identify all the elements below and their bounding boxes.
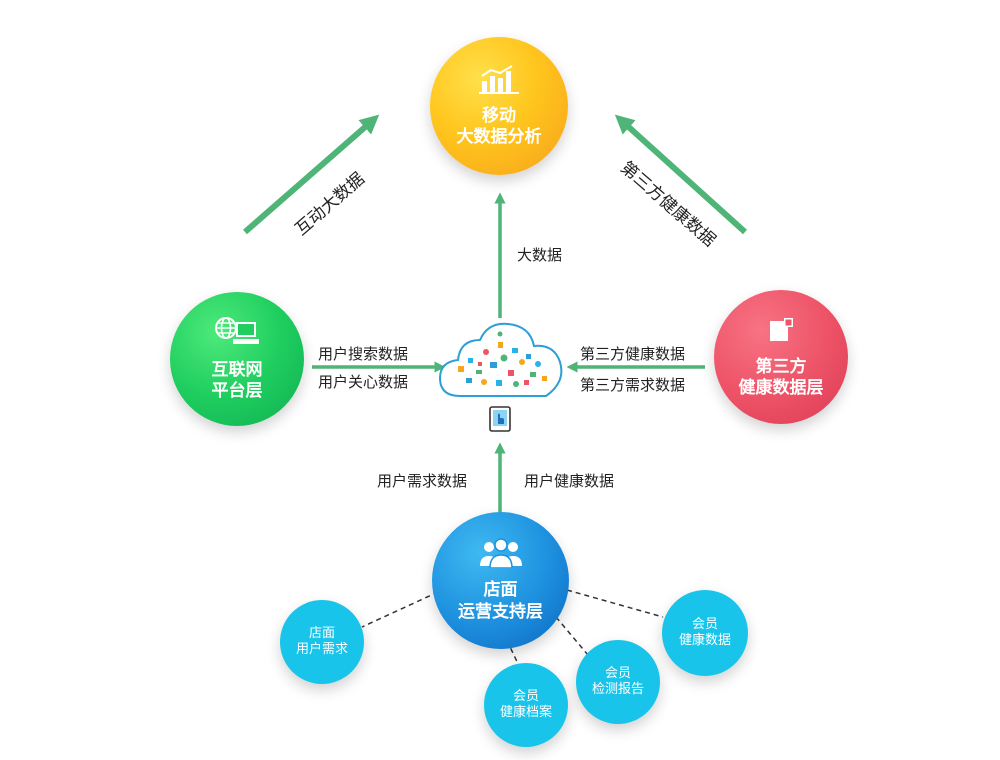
arrow-third-to-analysis (614, 114, 748, 235)
arrow-internet-to-analysis (243, 114, 380, 235)
node-line-2: 用户需求 (295, 642, 348, 657)
node-line-2: 运营支持层 (458, 601, 543, 622)
node-line-1: 移动 (482, 105, 516, 126)
node-line-1: 第三方 (755, 356, 807, 377)
node-member-health-profile: 会员 健康档案 (484, 663, 568, 747)
node-store-user-demand: 店面 用户需求 (280, 600, 364, 684)
label-user-care-data: 用户关心数据 (318, 373, 409, 391)
label-big-data: 大数据 (517, 246, 563, 264)
dash-member-profile (502, 631, 521, 669)
label-user-search-data: 用户搜索数据 (318, 345, 409, 363)
label-third-party-health: 第三方健康数据 (580, 345, 686, 363)
node-line-1: 会员 (512, 688, 539, 704)
node-line-2: 健康档案 (499, 705, 552, 720)
bar-chart-icon (479, 64, 519, 98)
tablet-icon (489, 406, 511, 432)
dash-store-demand (361, 591, 439, 628)
node-line-1: 店面 (483, 580, 518, 601)
people-icon (479, 538, 523, 572)
dash-member-health (566, 589, 664, 618)
node-line-1: 会员 (604, 665, 631, 681)
node-line-1: 会员 (691, 616, 718, 632)
label-user-demand-data: 用户需求数据 (377, 472, 468, 490)
node-third-party-health: 第三方 健康数据层 (714, 290, 848, 424)
node-line-2: 健康数据层 (738, 378, 824, 398)
node-line-1: 互联网 (211, 359, 263, 380)
label-third-party-demand: 第三方需求数据 (580, 376, 686, 394)
node-line-1: 店面 (308, 625, 335, 641)
node-member-health-data: 会员 健康数据 (662, 590, 748, 676)
globe-computer-icon (214, 316, 260, 352)
node-line-2: 检测报告 (591, 682, 644, 697)
node-internet-platform: 互联网 平台层 (170, 292, 304, 426)
node-member-test-report: 会员 检测报告 (576, 640, 660, 724)
node-mobile-analysis: 移动 大数据分析 (430, 37, 568, 175)
node-line-2: 平台层 (211, 381, 263, 401)
data-cloud-icon (438, 318, 564, 404)
document-icon (766, 315, 796, 349)
node-store-operations: 店面 运营支持层 (432, 512, 569, 649)
node-line-2: 健康数据 (678, 633, 731, 648)
dash-member-report (555, 616, 589, 656)
label-user-health-data: 用户健康数据 (524, 472, 615, 490)
node-line-2: 大数据分析 (456, 127, 542, 147)
